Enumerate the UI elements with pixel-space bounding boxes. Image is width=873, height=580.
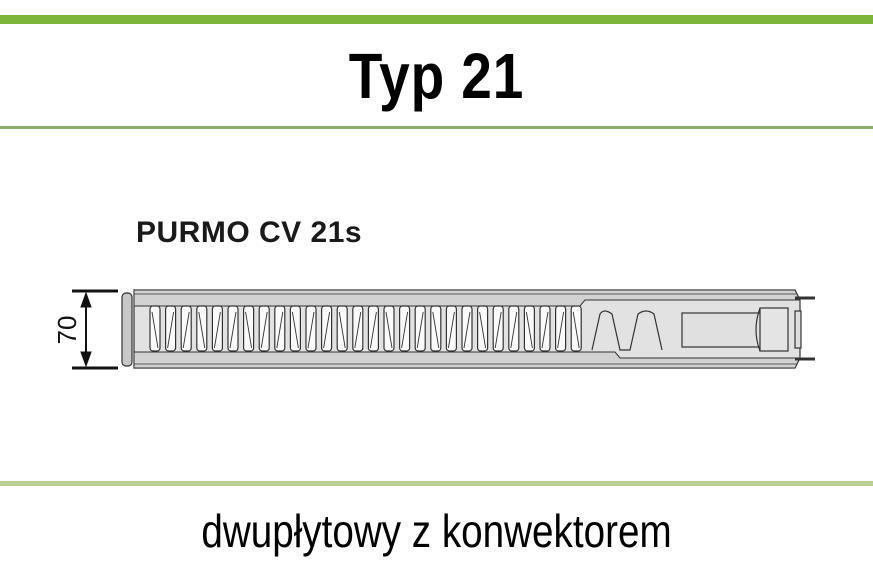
product-model-label: PURMO CV 21s <box>136 216 363 249</box>
page-title: Typ 21 <box>348 40 525 112</box>
radiator-cross-section-diagram: 70 <box>52 289 815 370</box>
dimension-marker <box>72 289 118 370</box>
footer-divider <box>0 481 873 486</box>
radiator-description: dwupłytowy z konwektorem <box>201 505 672 557</box>
title-divider <box>0 126 873 129</box>
dimension-label: 70 <box>52 316 82 345</box>
top-accent-bar <box>0 15 873 24</box>
convector-slots <box>149 305 582 352</box>
